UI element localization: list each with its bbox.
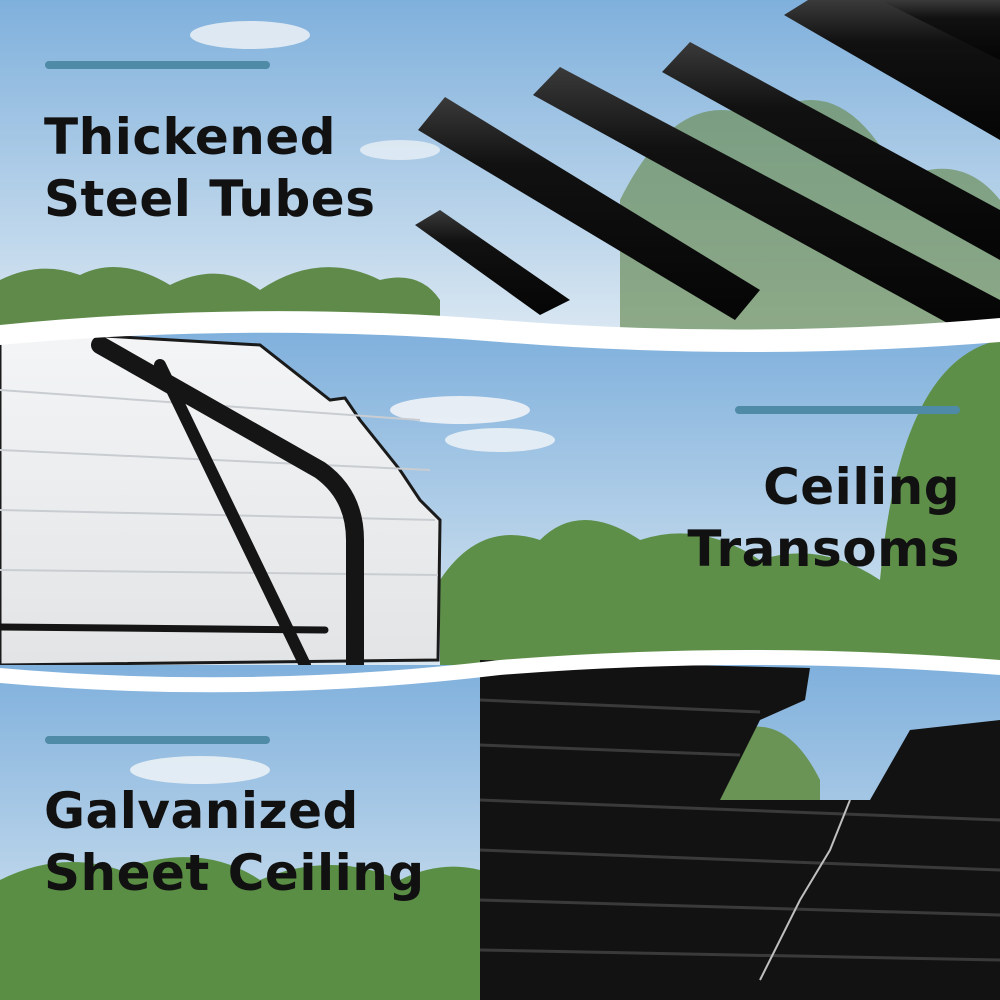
divider-wave-2 [0, 650, 1000, 693]
title-line: Steel Tubes [44, 170, 376, 228]
title-line: Ceiling [763, 458, 960, 516]
title-line: Galvanized [44, 782, 359, 840]
transom-frame [0, 336, 364, 674]
accent-bar [45, 736, 270, 744]
steel-tubes [415, 0, 1000, 335]
section-steel-tubes-photo [0, 0, 1000, 340]
feature-title-ceiling-transoms: Ceiling Transoms [687, 456, 960, 580]
feature-title-galvanized-sheet: Galvanized Sheet Ceiling [44, 780, 425, 904]
title-line: Transoms [687, 520, 960, 578]
section-ceiling-transoms-photo [0, 328, 1000, 675]
divider-wave-1 [0, 311, 1000, 352]
section-galvanized-sheet-photo [0, 660, 1000, 1000]
title-line: Sheet Ceiling [44, 844, 425, 902]
feature-title-steel-tubes: Thickened Steel Tubes [44, 106, 375, 230]
corrugated-sheet [479, 660, 1000, 1000]
accent-bar [735, 406, 960, 414]
title-line: Thickened [44, 108, 337, 166]
accent-bar [45, 61, 270, 69]
